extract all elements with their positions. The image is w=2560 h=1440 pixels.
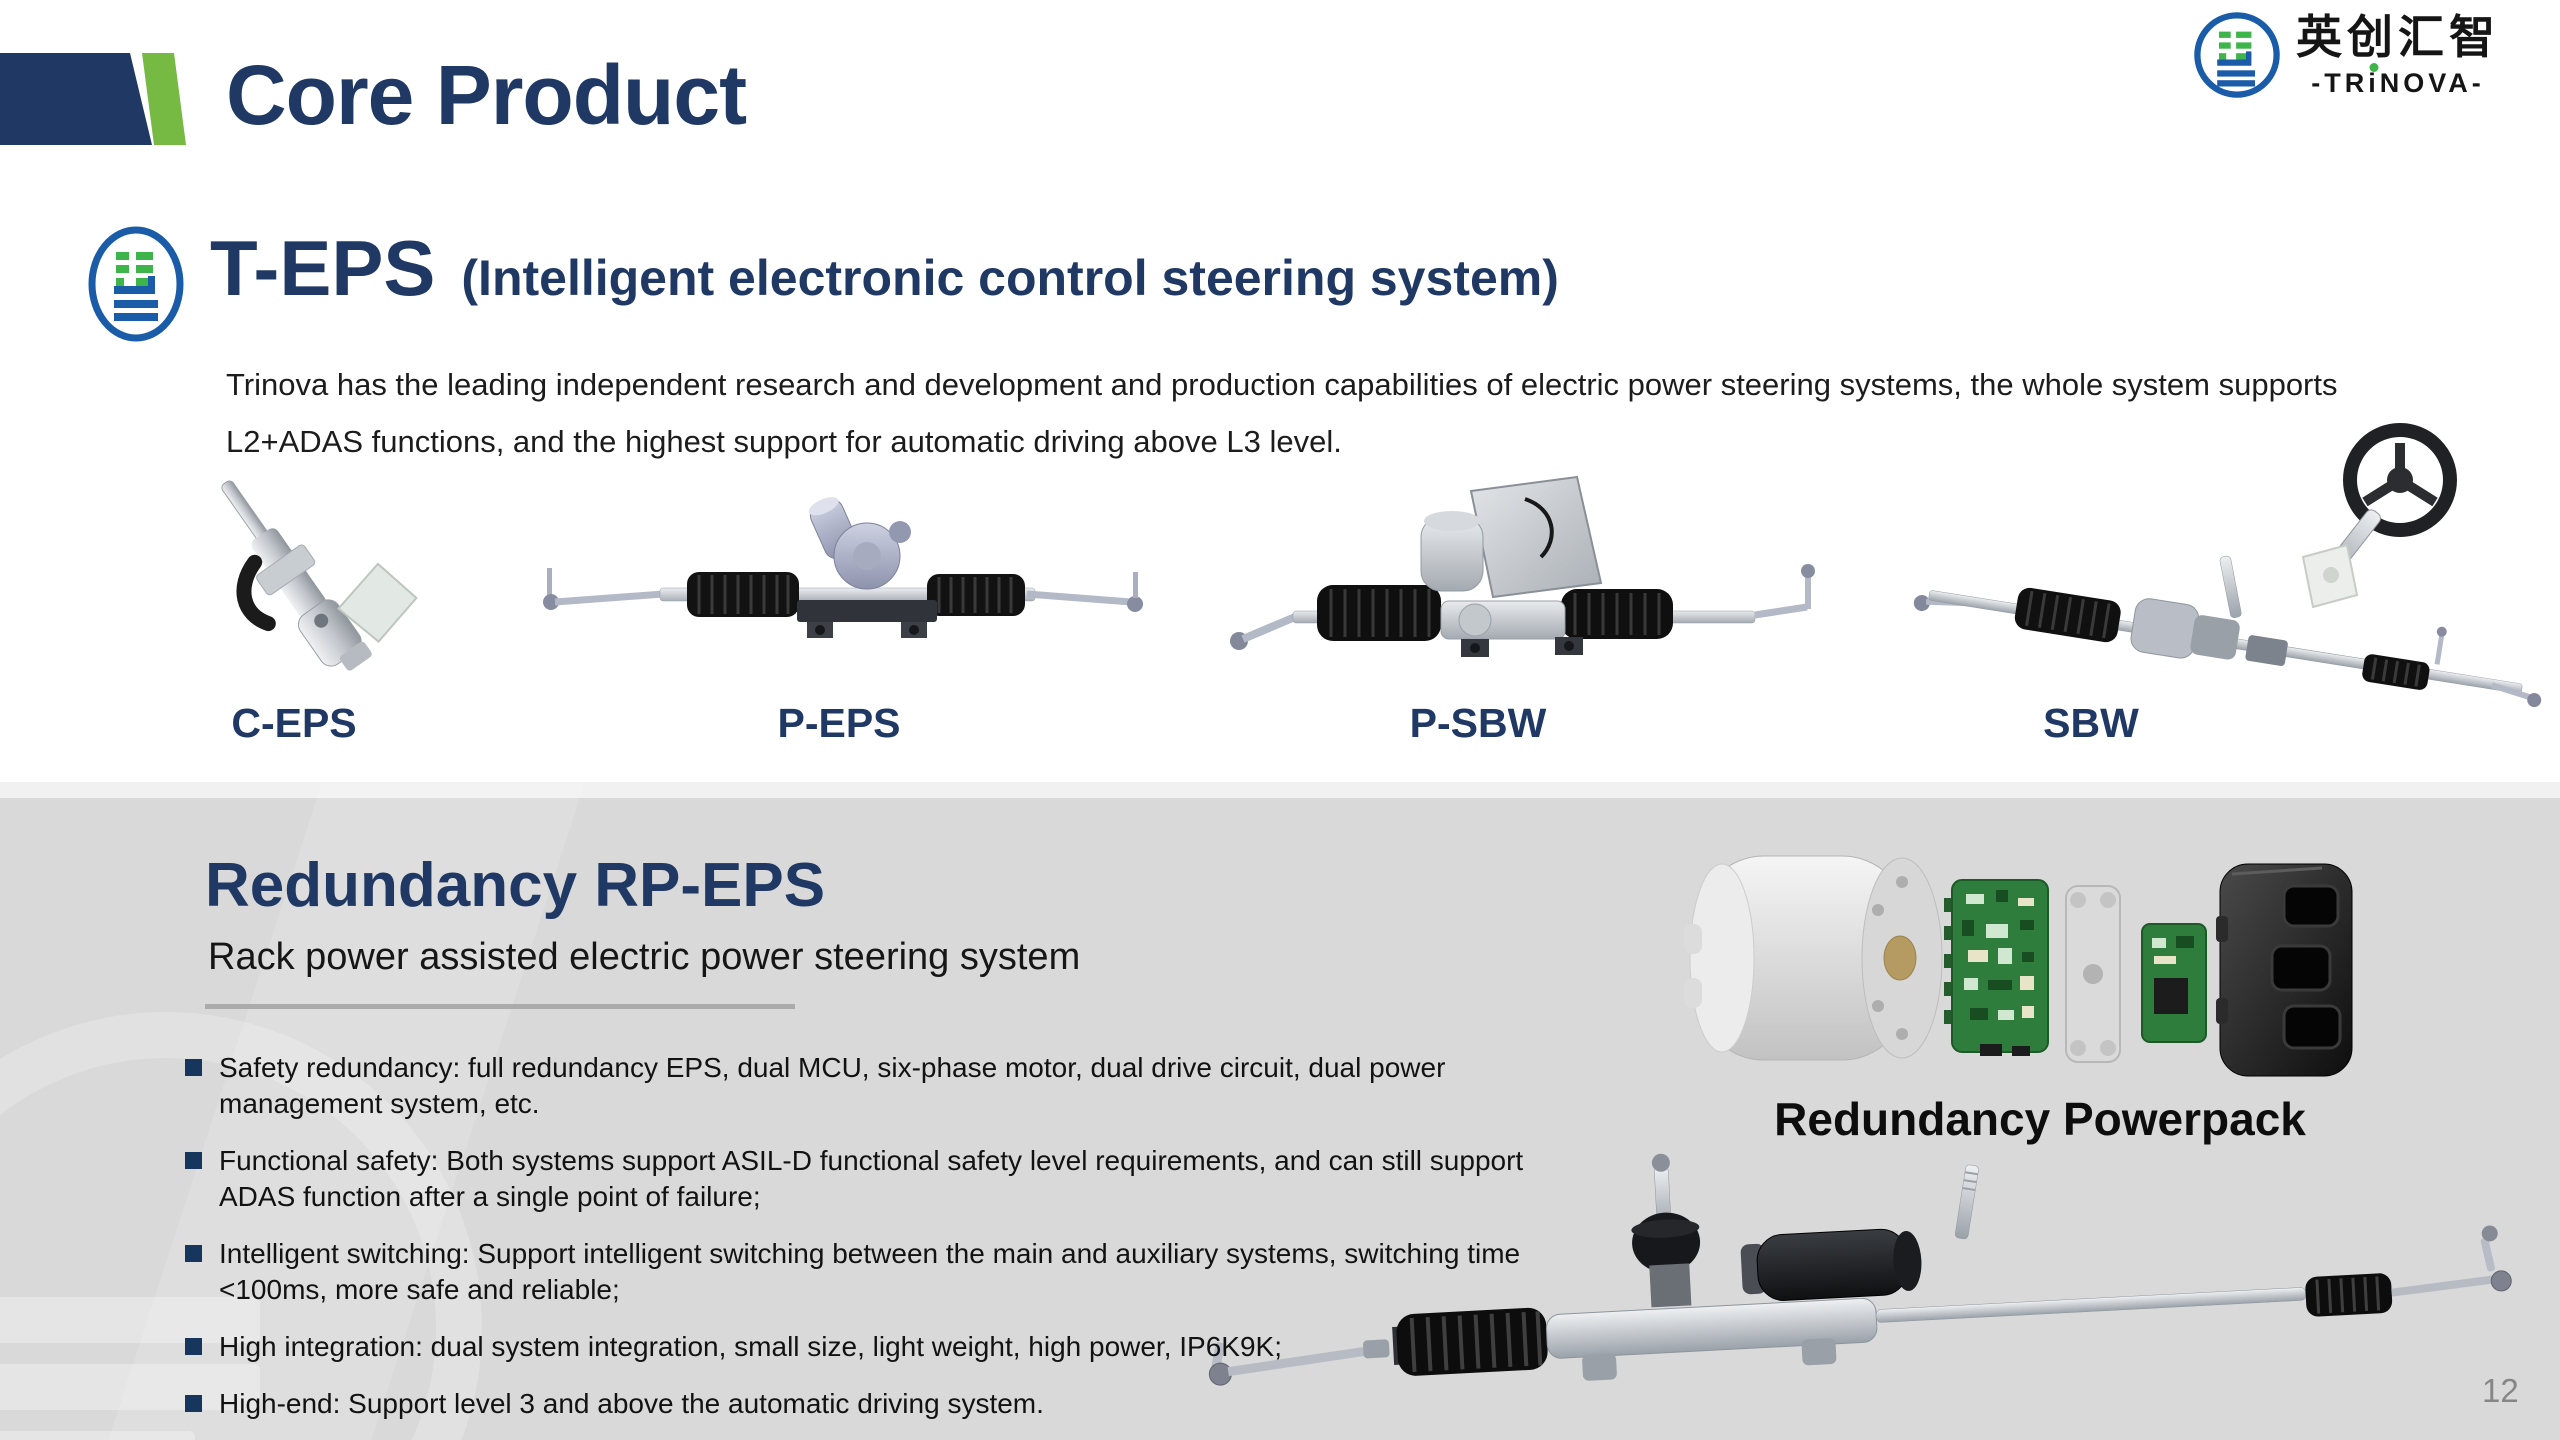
square-bullet-icon [185, 1152, 202, 1169]
product-label-p-sbw: P-SBW [1409, 700, 1547, 746]
square-bullet-icon [185, 1395, 202, 1412]
rack-assembly [1208, 1153, 2512, 1386]
divider-line [205, 1004, 795, 1009]
teps-description: Trinova has the leading independent rese… [226, 367, 2338, 459]
sbw-rack [1913, 555, 2542, 708]
left-bellows [1317, 585, 1441, 641]
watermark-bar [0, 1431, 195, 1440]
teps-product-name: T-EPS [210, 224, 436, 312]
steering-wheel [2301, 423, 2457, 609]
trinova-logo-icon [2194, 12, 2280, 98]
left-bellows [687, 572, 799, 617]
motor-housing [1684, 855, 1943, 1061]
valve-pulley [1631, 1153, 1701, 1308]
p-eps-product-image [543, 497, 1143, 638]
actuator-unit [1420, 475, 1603, 599]
bullet-item: High integration: dual system integratio… [185, 1329, 1535, 1365]
panel-top-strip [0, 782, 2560, 798]
p-sbw-product-image [1230, 475, 1815, 657]
right-bellows [2305, 1273, 2393, 1317]
square-bullet-icon [185, 1059, 202, 1076]
watermark-bar [0, 1364, 260, 1410]
page-title: Core Product [226, 48, 747, 142]
steering-column [221, 480, 418, 671]
c-eps-product-image [221, 480, 418, 671]
bullet-item: Safety redundancy: full redundancy EPS, … [185, 1050, 1535, 1122]
sbw-product-image [1913, 423, 2542, 708]
bullet-item: Functional safety: Both systems support … [185, 1143, 1535, 1215]
cable [1524, 497, 1554, 559]
pcb-board-main [1944, 879, 2049, 1056]
teps-heading: T-EPS (Intelligent electronic control st… [210, 222, 1559, 316]
product-label-p-eps: P-EPS [777, 700, 901, 746]
drive-motor [1740, 1228, 1922, 1301]
product-label-c-eps: C-EPS [231, 700, 357, 746]
redundancy-subtitle: Rack power assisted electric power steer… [208, 936, 1081, 978]
teps-product-subtitle: (Intelligent electronic control steering… [461, 250, 1559, 306]
bullet-text: Functional safety: Both systems support … [219, 1145, 1524, 1212]
brand-logo: 英创汇智 -TRiNOVA- [2192, 10, 2500, 100]
redundancy-powerpack-image [1684, 855, 2353, 1077]
square-bullet-icon [185, 1245, 202, 1262]
brand-en-suffix: NOVA- [2379, 67, 2485, 98]
input-shaft [1954, 1164, 1979, 1240]
redundancy-title: Redundancy RP-EPS [205, 851, 826, 920]
powerpack-label: Redundancy Powerpack [1774, 1093, 2306, 1145]
rp-eps-rack-image [1208, 1153, 2512, 1386]
brand-name-en: -TRiNOVA- [2311, 67, 2485, 98]
header-corner-mark [0, 53, 186, 145]
redundancy-panel [0, 782, 2560, 1440]
brand-text: 英创汇智 -TRiNOVA- [2296, 14, 2500, 97]
adapter-plate [2065, 885, 2121, 1063]
page-number: 12 [2482, 1372, 2519, 1409]
ecu-plate [336, 562, 418, 643]
product-label-sbw: SBW [2043, 700, 2139, 746]
pinion-motor [808, 497, 911, 590]
left-bellows [1392, 1307, 1548, 1376]
right-bellows [927, 574, 1025, 616]
square-bullet-icon [185, 1338, 202, 1355]
navy-parallelogram [0, 53, 152, 145]
bullet-item: Intelligent switching: Support intellige… [185, 1236, 1535, 1308]
watermark-bar [0, 1297, 260, 1343]
connector-housing [2216, 863, 2353, 1077]
brand-name-cn: 英创汇智 [2296, 10, 2500, 63]
bullet-text: High-end: Support level 3 and above the … [219, 1388, 1044, 1419]
right-bellows [1561, 589, 1673, 639]
brand-en-i: i [2368, 67, 2380, 98]
bullet-text: Intelligent switching: Support intellige… [219, 1238, 1521, 1305]
bullet-text: High integration: dual system integratio… [219, 1331, 1283, 1362]
adjust-lever [236, 554, 276, 632]
bullet-text: Safety redundancy: full redundancy EPS, … [219, 1052, 1446, 1119]
trinova-badge-icon [88, 226, 184, 342]
pcb-board-small [2141, 923, 2207, 1043]
bullet-item: High-end: Support level 3 and above the … [185, 1386, 1535, 1422]
redundancy-bullet-list: Safety redundancy: full redundancy EPS, … [185, 1050, 1535, 1440]
brand-en-prefix: -TR [2311, 67, 2369, 98]
green-stripe [142, 53, 186, 145]
